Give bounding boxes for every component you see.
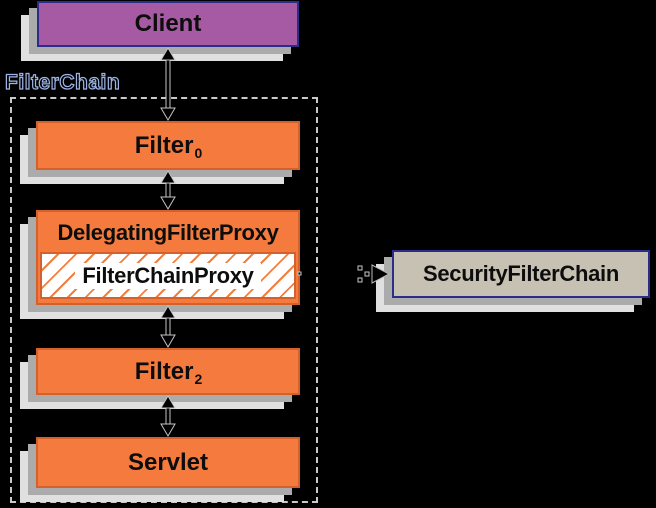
filter2-label: Filter <box>134 357 194 385</box>
connector-shaft <box>165 315 171 338</box>
connector-shaft <box>165 180 171 200</box>
arrow-right-icon <box>371 264 391 284</box>
security-filter-chain-box: SecurityFilterChain <box>392 250 650 298</box>
arrow-up-icon <box>160 305 176 319</box>
arrow-down-icon <box>160 107 176 121</box>
filter0-subscript: 0 <box>194 144 203 161</box>
connector-filter2-servlet <box>160 395 176 437</box>
filter0-label: Filter <box>134 131 194 159</box>
arrow-up-icon <box>160 47 176 61</box>
dash-mark <box>357 277 363 283</box>
dash-mark <box>357 265 363 271</box>
arrow-down-icon <box>160 334 176 348</box>
filterchain-group-container <box>10 97 318 503</box>
dash-mark <box>364 271 370 277</box>
delegating-filter-proxy-label: DelegatingFilterProxy <box>57 220 279 245</box>
connector-dfp-filter2 <box>160 305 176 348</box>
servlet-label: Servlet <box>127 448 209 476</box>
arrow-down-icon <box>160 196 176 210</box>
servlet-box: Servlet <box>36 437 300 488</box>
filter2-subscript: 2 <box>194 370 203 387</box>
connector-shaft <box>165 405 171 427</box>
client-label: Client <box>134 10 202 37</box>
delegating-filter-proxy-box: DelegatingFilterProxy FilterChainProxy <box>36 210 300 305</box>
arrow-up-icon <box>160 395 176 409</box>
connector-client-filter0 <box>160 47 176 121</box>
security-filter-chain-label: SecurityFilterChain <box>422 261 620 286</box>
filter-chain-proxy-label: FilterChainProxy <box>75 262 261 289</box>
connector-shaft <box>165 57 171 111</box>
client-box: Client <box>37 1 299 47</box>
arrow-up-icon <box>160 170 176 184</box>
dashed-arrow-right-icon <box>297 264 391 284</box>
filter-chain-proxy-box: FilterChainProxy <box>40 252 296 299</box>
connector-filter0-dfp <box>160 170 176 210</box>
arrow-down-icon <box>160 423 176 437</box>
dash-mark <box>297 271 302 276</box>
filterchain-group-label: FilterChain <box>4 70 121 94</box>
